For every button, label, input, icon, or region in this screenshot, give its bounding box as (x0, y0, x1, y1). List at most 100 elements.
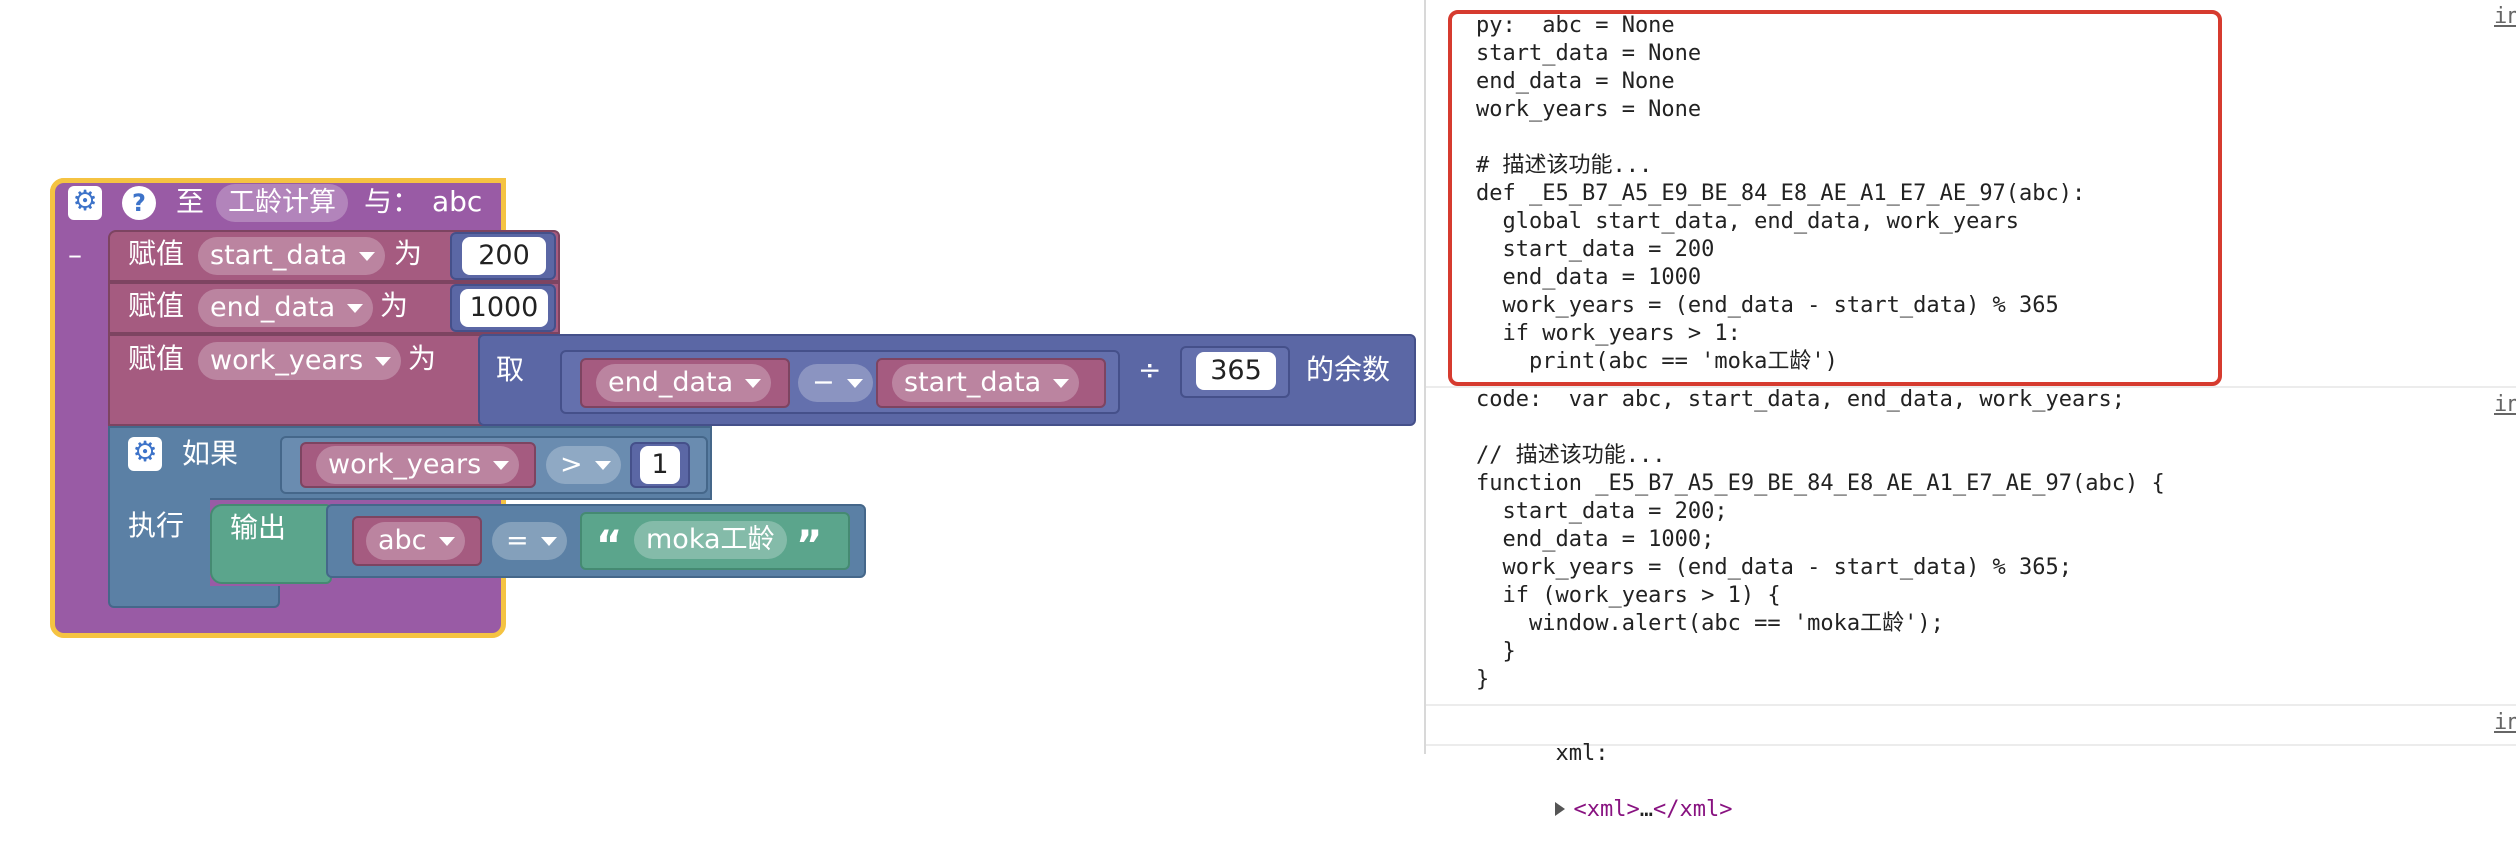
if-block-footer (108, 586, 280, 608)
procedure-help-icon[interactable]: ? (122, 186, 156, 220)
print-block[interactable] (210, 504, 332, 584)
python-code-line: def _E5_B7_A5_E9_BE_84_E8_AE_A1_E7_AE_97… (1476, 181, 2086, 206)
set-start-data-to-label: 为 (394, 237, 423, 270)
divide-symbol: ÷ (1138, 353, 1162, 386)
if-label: 如果 (182, 437, 239, 470)
console-source-link[interactable]: in (2494, 4, 2516, 29)
abc-getter-block[interactable] (352, 516, 482, 566)
procedure-collapse-icon[interactable]: – (68, 238, 82, 271)
javascript-code-line: if (work_years > 1) { (1502, 583, 1781, 608)
end-data-getter-name: end_data (608, 367, 734, 398)
python-code-line: work_years = (end_data - start_data) % 3… (1502, 293, 2059, 318)
work-years-variable-name: work_years (210, 345, 364, 376)
abc-getter-name: abc (378, 525, 427, 556)
text-literal-block[interactable] (580, 512, 850, 570)
divisor-number-field[interactable]: 365 (1196, 352, 1276, 390)
chevron-down-icon (493, 461, 510, 470)
start-data-number-field[interactable]: 200 (462, 237, 546, 275)
procedure-name-field[interactable]: 工龄计算 (216, 184, 348, 222)
procedure-mutator-gear-icon[interactable] (68, 184, 102, 220)
console-row-python: py: abc = None start_data = None end_dat… (1426, 0, 2516, 388)
javascript-code-line: work_years = (end_data - start_data) % 3… (1502, 555, 2073, 580)
start-data-variable-name: start_data (210, 240, 348, 271)
do-label: 执行 (128, 509, 185, 542)
chevron-down-icon (745, 379, 762, 388)
chevron-down-icon (594, 461, 611, 470)
set-start-data-label: 赋值 (128, 237, 185, 270)
chevron-down-icon (540, 537, 557, 546)
javascript-code-line: start_data = 200; (1502, 499, 1728, 524)
equality-operator-symbol: = (506, 525, 529, 556)
start-data-getter-name: start_data (904, 367, 1042, 398)
work-years-variable-dropdown[interactable]: work_years (198, 342, 402, 380)
end-data-number-field[interactable]: 1000 (460, 289, 548, 327)
chevron-down-icon (347, 304, 364, 313)
chevron-down-icon (438, 537, 455, 546)
python-code-line: work_years = None (1476, 97, 1702, 122)
python-code-line: end_data = 1000 (1502, 265, 1702, 290)
chevron-down-icon (846, 379, 863, 388)
python-code-line: start_data = 200 (1502, 237, 1715, 262)
work-years-getter-dropdown[interactable]: work_years (316, 446, 520, 484)
console-source-link[interactable]: in (2494, 392, 2516, 417)
python-code-line: print(abc == 'moka工龄') (1476, 349, 1838, 374)
javascript-code-output[interactable]: code: var abc, start_data, end_data, wor… (1476, 386, 2165, 694)
python-code-line: start_data = None (1476, 41, 1702, 66)
javascript-code-line: } (1476, 667, 1490, 692)
equality-operator-dropdown[interactable]: = (492, 522, 567, 560)
set-end-data-to-label: 为 (380, 289, 409, 322)
compare-operator-dropdown[interactable]: > (546, 446, 621, 484)
remainder-label: 的余数 (1306, 353, 1391, 386)
procedure-param-label: abc (432, 185, 483, 218)
javascript-code-line: } (1502, 639, 1516, 664)
modulo-take-label: 取 (496, 353, 525, 386)
print-label: 输出 (230, 511, 287, 544)
set-work-years-block[interactable] (108, 334, 484, 426)
javascript-code-line: // 描述该功能... (1476, 443, 1666, 468)
chevron-down-icon (375, 357, 392, 366)
chevron-down-icon (1053, 379, 1070, 388)
compare-operator-symbol: > (560, 449, 583, 480)
open-quote-icon: “ (596, 523, 623, 569)
set-work-years-label: 赋值 (128, 342, 185, 375)
javascript-code-line: code: var abc, start_data, end_data, wor… (1476, 387, 2126, 412)
start-data-variable-dropdown[interactable]: start_data (198, 237, 386, 275)
subtract-operator-dropdown[interactable]: − (798, 364, 873, 402)
start-data-getter-dropdown[interactable]: start_data (892, 364, 1080, 402)
python-code-output[interactable]: py: abc = None start_data = None end_dat… (1476, 12, 2085, 376)
blockly-workspace[interactable]: ? 至 工龄计算 与： abc – 赋值 start_data 为 200 赋值… (0, 0, 1424, 754)
close-quote-icon: ” (796, 523, 823, 569)
compare-number-field[interactable]: 1 (640, 446, 680, 484)
devtools-console-panel[interactable]: py: abc = None start_data = None end_dat… (1424, 0, 2516, 822)
abc-getter-dropdown[interactable]: abc (366, 522, 465, 560)
python-code-line: if work_years > 1: (1502, 321, 1741, 346)
chevron-down-icon (359, 252, 376, 261)
python-code-line: py: abc = None (1476, 13, 1675, 38)
xml-output[interactable]: xml: <xml>…</xml> (1476, 712, 1732, 852)
xml-open-tag: <xml> (1573, 797, 1640, 822)
if-mutator-gear-icon[interactable] (128, 435, 162, 471)
annotation-highlight-box (1448, 10, 2222, 386)
procedure-with-label: 与： (364, 185, 421, 218)
console-row-javascript: code: var abc, start_data, end_data, wor… (1426, 386, 2516, 706)
console-row-xml: xml: <xml>…</xml> in (1426, 706, 2516, 822)
subtract-operator-symbol: − (812, 367, 835, 398)
expand-caret-icon[interactable] (1555, 802, 1566, 816)
xml-ellipsis: … (1639, 797, 1653, 822)
set-end-data-label: 赋值 (128, 289, 185, 322)
python-code-line: # 描述该功能... (1476, 153, 1653, 178)
python-code-line: global start_data, end_data, work_years (1502, 209, 2020, 234)
procedure-prefix-label: 至 (176, 185, 205, 218)
javascript-code-line: window.alert(abc == 'moka工龄'); (1528, 611, 1944, 636)
javascript-code-line: end_data = 1000; (1502, 527, 1715, 552)
python-code-line: end_data = None (1476, 69, 1675, 94)
end-data-getter-dropdown[interactable]: end_data (596, 364, 772, 402)
end-data-variable-name: end_data (210, 292, 336, 323)
if-block-left-column (108, 498, 210, 598)
console-source-link[interactable]: in (2494, 710, 2516, 735)
work-years-getter-name: work_years (328, 449, 482, 480)
xml-close-tag: </xml> (1652, 797, 1733, 822)
set-work-years-to-label: 为 (408, 342, 437, 375)
end-data-variable-dropdown[interactable]: end_data (198, 289, 374, 327)
text-literal-field[interactable]: moka工龄 (634, 521, 787, 559)
